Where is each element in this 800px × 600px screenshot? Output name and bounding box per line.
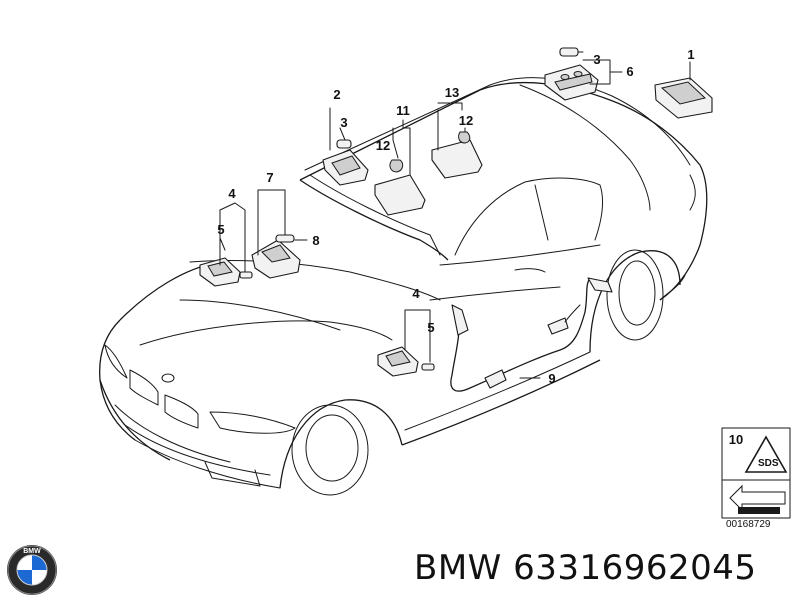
callout-9: 9 [548, 371, 555, 386]
warning-label-text: SDS [758, 458, 779, 469]
bmw-logo-text: BMW [23, 548, 41, 555]
part-7-vanity-lamp [251, 234, 301, 279]
callout-5-upper: 5 [217, 222, 224, 237]
callout-8: 8 [312, 233, 319, 248]
callout-12-rear: 12 [459, 113, 473, 128]
callouts: 1 3 6 2 3 11 12 13 12 7 8 4 5 4 5 9 [217, 47, 694, 386]
callout-12-front: 12 [376, 138, 390, 153]
warning-triangle-icon [744, 435, 788, 473]
callout-10: 10 [729, 432, 743, 447]
arrow-icon [729, 484, 786, 512]
leader-lines [219, 51, 623, 379]
part-2-interior-lamp [322, 139, 369, 186]
callout-13: 13 [445, 85, 459, 100]
callout-7: 7 [266, 170, 273, 185]
callout-6: 6 [626, 64, 633, 79]
bmw-logo: BMW [7, 545, 57, 595]
part-9-wiring-harness [450, 277, 613, 392]
callout-1: 1 [687, 47, 694, 62]
drawing-code: 00168729 [726, 519, 771, 530]
callout-3-rear: 3 [593, 52, 600, 67]
car-outline [99, 77, 708, 496]
part-11-roof-light [374, 159, 426, 216]
part-number-caption: BMW 63316962045 [414, 548, 757, 588]
callout-3-front: 3 [340, 115, 347, 130]
symbol-box: 10 SDS 00168729 [721, 427, 791, 530]
part-4-footwell-lamp-lower [377, 346, 435, 377]
callout-5-lower: 5 [427, 320, 434, 335]
callout-4-lower: 4 [412, 286, 420, 301]
callout-11: 11 [396, 103, 410, 118]
callout-4-upper: 4 [228, 186, 236, 201]
part-1-luggage-lamp [654, 61, 713, 119]
part-4-footwell-lamp-upper [199, 257, 253, 287]
callout-2: 2 [333, 87, 340, 102]
part-13-rear-roof-light [431, 131, 483, 179]
part-6-rear-reading-lamp [544, 47, 599, 101]
